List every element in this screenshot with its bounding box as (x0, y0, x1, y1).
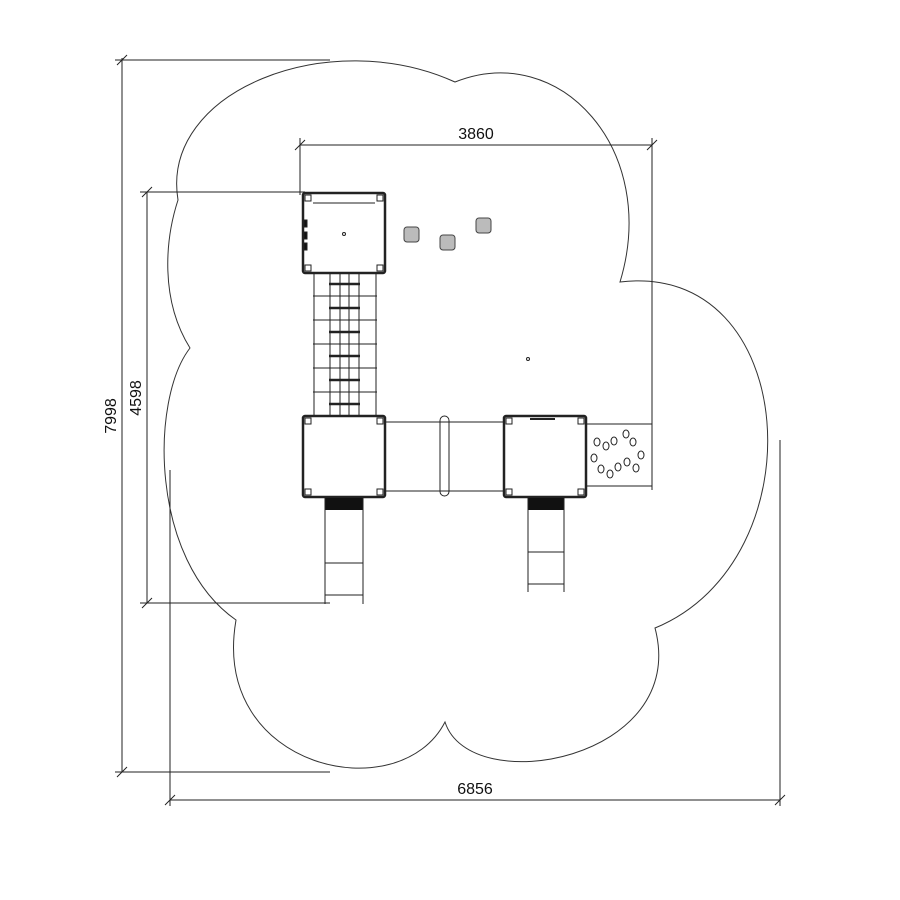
dimension-top-width: 3860 (458, 126, 494, 143)
safety-zone-outline (163, 60, 769, 769)
dimension-lines (115, 54, 786, 806)
platform-top (301, 191, 387, 275)
dimension-inner-height: 4598 (128, 380, 145, 416)
platform-lower-left (301, 414, 387, 499)
play-structure (301, 191, 652, 604)
climbing-net (313, 273, 377, 415)
dimension-total-width: 6856 (457, 781, 493, 798)
dimension-total-height: 7998 (103, 398, 120, 434)
platform-right (502, 414, 588, 499)
bridge-bar (439, 415, 450, 497)
stepping-pads (403, 217, 492, 251)
hole-panel (590, 429, 645, 479)
